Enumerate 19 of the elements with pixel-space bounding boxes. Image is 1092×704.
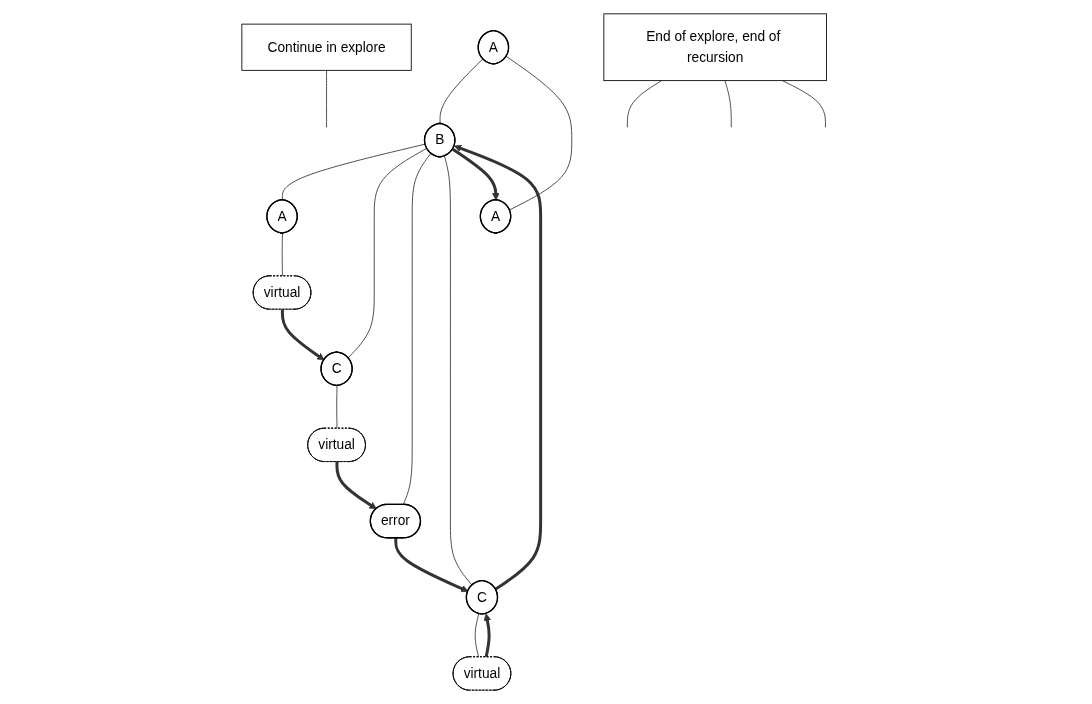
arrow <box>334 461 377 510</box>
connector <box>724 80 732 128</box>
connector <box>281 233 283 277</box>
node-box: End of explore, end of recursion <box>602 13 827 82</box>
arrow <box>483 613 491 658</box>
connector <box>505 56 572 211</box>
arrow <box>451 148 500 201</box>
arrow <box>393 538 468 593</box>
connector <box>402 152 431 506</box>
arrow <box>453 144 542 591</box>
connector <box>781 80 826 128</box>
connector <box>347 147 427 359</box>
connector <box>325 69 327 128</box>
connector <box>443 155 473 586</box>
connector <box>626 80 662 128</box>
connector <box>335 385 337 430</box>
node-box: Continue in explore <box>240 23 412 71</box>
arrow <box>280 309 324 361</box>
connector <box>474 613 479 658</box>
